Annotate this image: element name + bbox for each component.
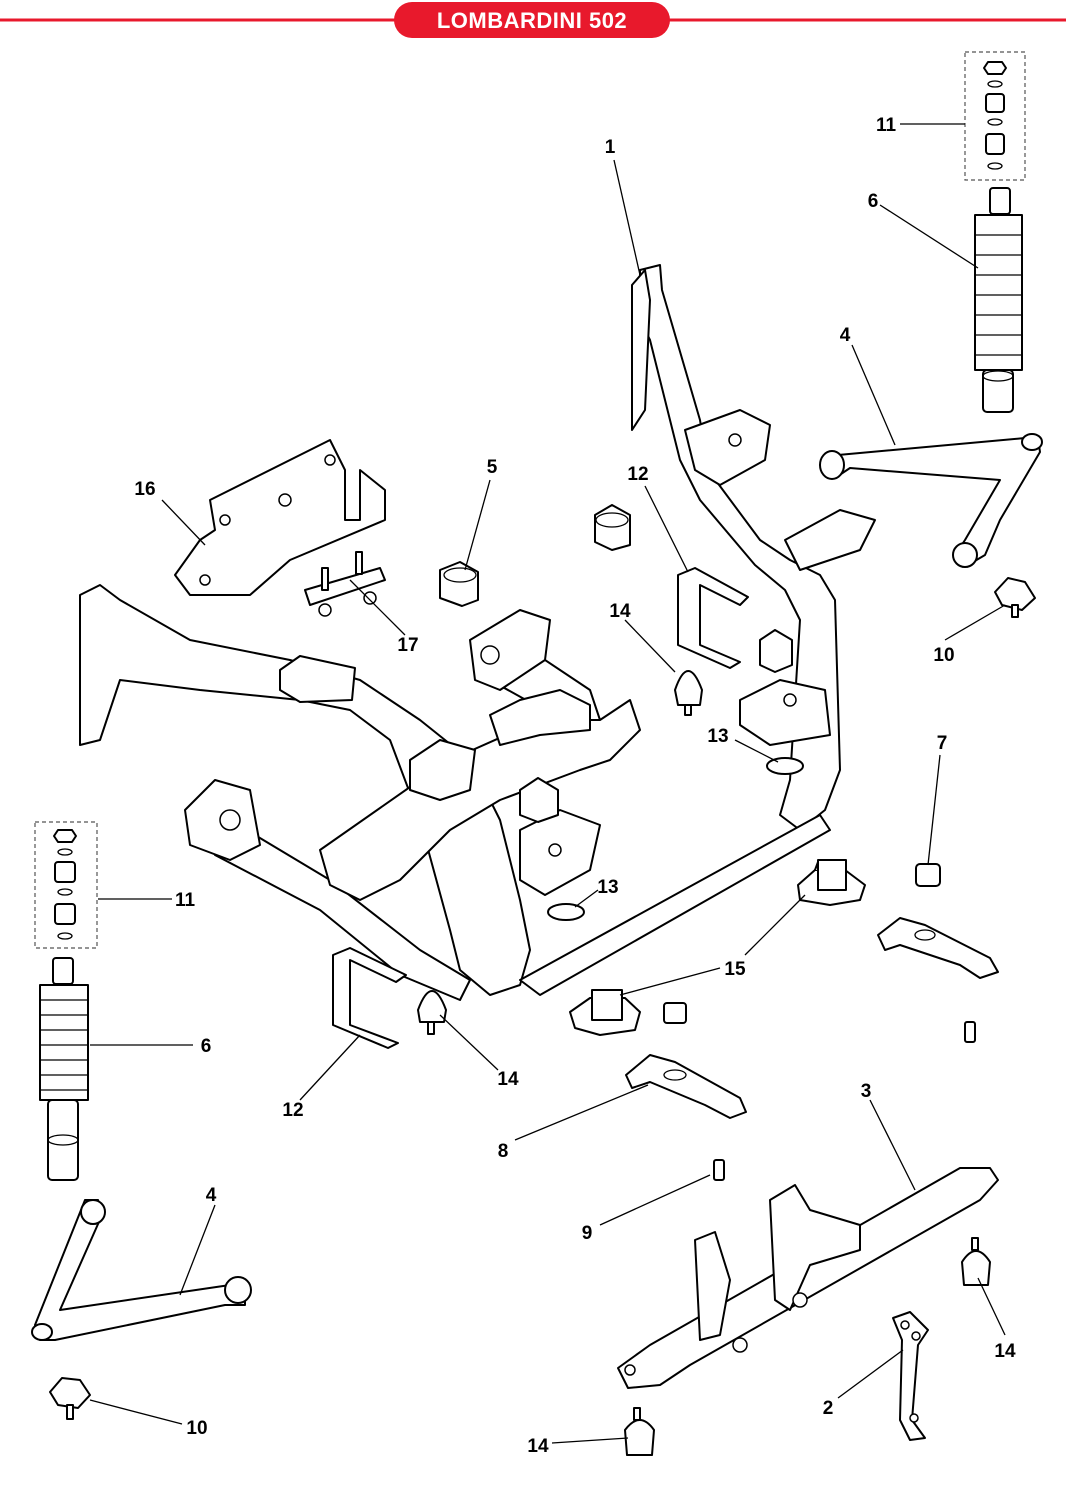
callout-8: 8 [498, 1141, 509, 1162]
bump-stop-14-upper [674, 670, 703, 716]
pin-9-right [964, 1021, 976, 1043]
callout-12-lower: 12 [282, 1100, 303, 1121]
callout-14-bottom: 14 [527, 1436, 549, 1457]
rubber-mount-frame [519, 629, 793, 823]
callout-14-right: 14 [994, 1341, 1016, 1362]
callout-13-upper: 13 [707, 726, 728, 747]
bump-stop-14-right [961, 1237, 991, 1286]
callout-4-upper: 4 [840, 325, 851, 346]
callout-9: 9 [582, 1223, 593, 1244]
callout-17: 17 [397, 635, 418, 656]
callout-2: 2 [823, 1398, 834, 1419]
hardware-kit-11-lower [34, 821, 98, 949]
callout-11-upper: 11 [876, 115, 897, 136]
link-bar-part [892, 1311, 929, 1441]
spacer-15 [663, 1002, 687, 1024]
u-bracket-12-lower [332, 947, 407, 1049]
silent-block-15-left [569, 989, 641, 1036]
callout-4-lower: 4 [206, 1185, 217, 1206]
callout-3: 3 [861, 1081, 872, 1102]
callout-10-upper: 10 [933, 645, 954, 666]
rubber-mount-5 [439, 561, 479, 607]
front-axle-part [617, 1167, 999, 1389]
callout-10-lower: 10 [186, 1418, 207, 1439]
a-arm-4-lower [31, 1199, 252, 1341]
header-title: LOMBARDINI 502 [437, 8, 627, 33]
rubber-mount-upper [594, 504, 631, 551]
callout-11-lower: 11 [175, 890, 196, 911]
u-bracket-12-upper [677, 567, 749, 669]
leader-lines [89, 123, 1006, 1444]
spacer-7 [915, 863, 941, 887]
callout-7: 7 [937, 733, 948, 754]
callout-14-upper: 14 [609, 601, 631, 622]
callout-14-mid: 14 [497, 1069, 519, 1090]
shock-absorber-6-lower [39, 957, 89, 1181]
engine-mount-plate-part [174, 439, 386, 596]
a-arm-4-upper [819, 433, 1043, 568]
callout-12-upper: 12 [627, 464, 648, 485]
callout-1: 1 [605, 137, 616, 158]
callout-15: 15 [724, 959, 746, 980]
callout-13-lower: 13 [597, 877, 618, 898]
silent-block-15-right [797, 859, 866, 906]
disc-13-upper [766, 757, 804, 775]
hardware-kit-11-upper [964, 51, 1026, 181]
callout-labels: 1 11 6 4 5 12 16 14 17 10 13 7 13 11 15 … [134, 115, 1016, 1457]
bump-stop-14-mid [417, 990, 447, 1035]
stud-bracket-part [304, 551, 386, 617]
spring-seat-10-lower [49, 1377, 91, 1420]
shock-absorber-6-upper [974, 187, 1023, 413]
main-frame-part [79, 264, 876, 1001]
pin-9 [713, 1159, 725, 1181]
callout-6-upper: 6 [868, 191, 879, 212]
bracket-8-right [877, 917, 999, 979]
callout-16: 16 [134, 479, 155, 500]
callout-5: 5 [487, 457, 498, 478]
callout-6-lower: 6 [201, 1036, 212, 1057]
disc-13-lower [547, 903, 585, 921]
spring-seat-10-upper [994, 577, 1036, 618]
bracket-8 [625, 1054, 747, 1119]
bump-stop-14-bottom [624, 1407, 655, 1456]
header-banner: LOMBARDINI 502 [0, 2, 1066, 38]
